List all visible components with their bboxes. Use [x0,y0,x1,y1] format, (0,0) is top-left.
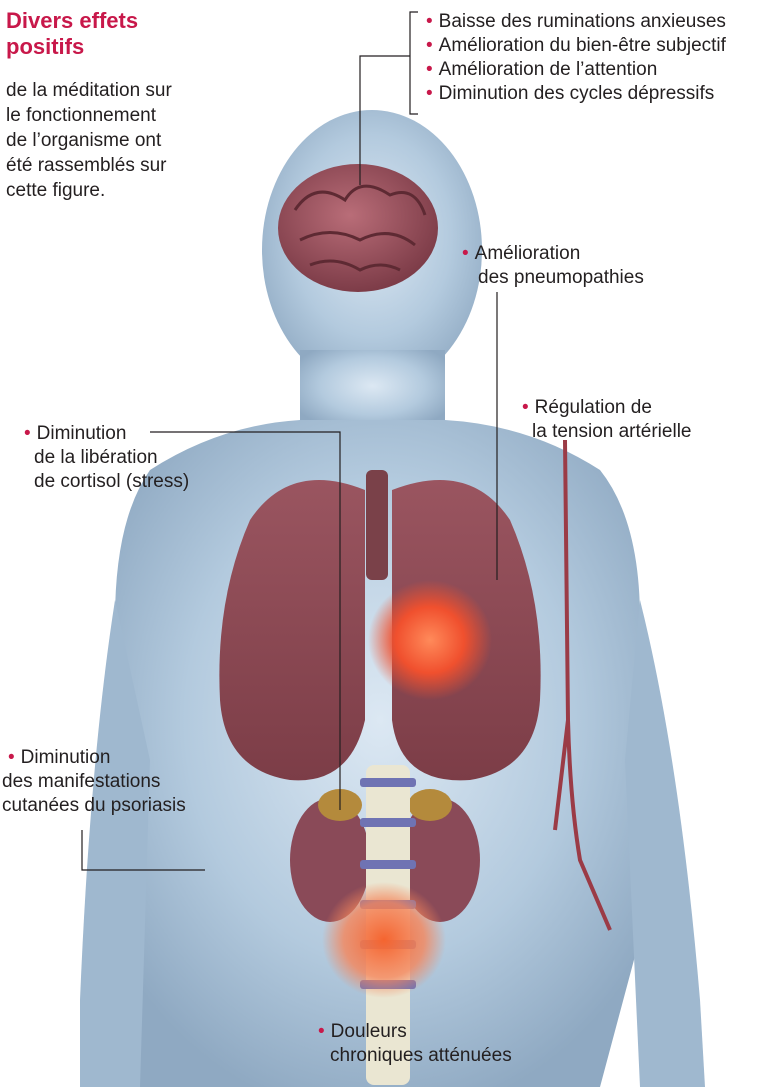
lungs-label: • Amélioration des pneumopathies [462,242,644,290]
bullet-icon: • [426,11,433,32]
intro-title: Divers effets positifs [6,8,138,60]
intro-text-line: cette figure. [6,178,172,203]
cortisol-label-line: Diminution [37,423,127,444]
blood-pressure-label-line: la tension artérielle [522,420,691,444]
brain-effect-item: • Diminution des cycles dépressifs [426,82,726,106]
bullet-icon: • [8,747,15,768]
intro-title-line: Divers effets [6,8,138,34]
brain-effect-item: • Amélioration du bien-être subjectif [426,34,726,58]
brain-organ [278,164,438,292]
brain-effect-item: • Amélioration de l’attention [426,58,726,82]
trachea [366,470,388,580]
lungs-label-line: des pneumopathies [462,266,644,290]
intro-text-line: été rassemblés sur [6,153,172,178]
intro-text-line: de la méditation sur [6,78,172,103]
psoriasis-label: • Diminution des manifestations cutanées … [2,746,186,818]
intro-text: de la méditation sur le fonctionnement d… [6,78,172,203]
brain-effect-text: Baisse des ruminations anxieuses [439,11,726,32]
cortisol-label: • Diminution de la libération de cortisol… [24,422,189,494]
bullet-icon: • [318,1021,325,1042]
bullet-icon: • [426,83,433,104]
lungs-label-line: Amélioration [475,243,581,264]
pain-label-line: chroniques atténuées [318,1044,512,1068]
bullet-icon: • [462,243,469,264]
psoriasis-label-line: des manifestations [2,770,186,794]
intro-text-line: le fonctionnement [6,103,172,128]
lower-back-pain-area [322,882,446,998]
intro-text-line: de l’organisme ont [6,128,172,153]
brain-effect-text: Amélioration de l’attention [439,59,658,80]
pain-label: • Douleurs chroniques atténuées [318,1020,512,1068]
bullet-icon: • [426,59,433,80]
brain-effects-list: • Baisse des ruminations anxieuses • Améli… [426,10,726,106]
bullet-icon: • [426,35,433,56]
brain-effect-text: Diminution des cycles dépressifs [439,83,715,104]
bullet-icon: • [24,423,31,444]
blood-pressure-label-line: Régulation de [535,397,652,418]
bullet-icon: • [522,397,529,418]
brain-effect-text: Amélioration du bien-être subjectif [439,35,726,56]
pain-label-line: Douleurs [331,1021,407,1042]
intro-title-line: positifs [6,34,138,60]
heart-organ [368,580,492,700]
psoriasis-label-line: Diminution [21,747,111,768]
blood-pressure-label: • Régulation de la tension artérielle [522,396,691,444]
cortisol-label-line: de la libération [24,446,189,470]
psoriasis-label-line: cutanées du psoriasis [2,794,186,818]
brain-effect-item: • Baisse des ruminations anxieuses [426,10,726,34]
cortisol-label-line: de cortisol (stress) [24,470,189,494]
